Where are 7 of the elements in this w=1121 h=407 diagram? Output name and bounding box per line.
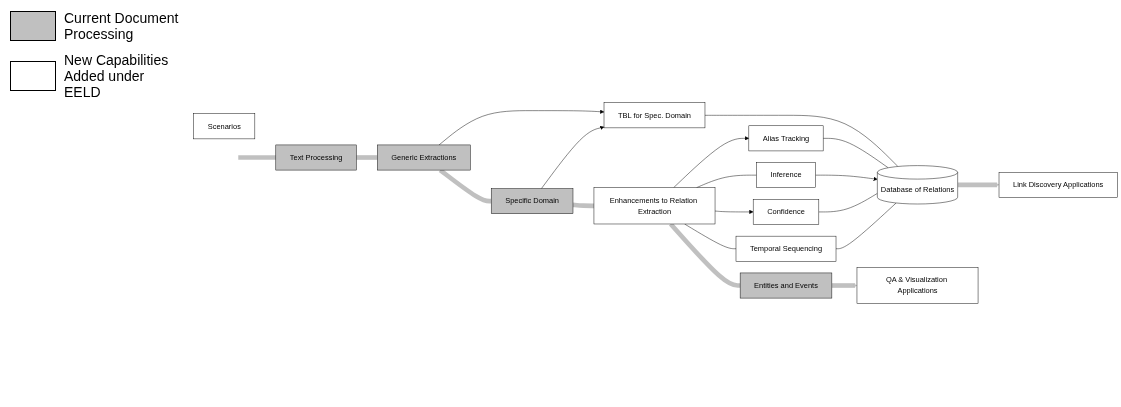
connector (238, 155, 277, 161)
arrow (831, 283, 858, 289)
connector (355, 155, 378, 161)
connector (572, 202, 595, 209)
legend-label: New Capabilities Added under EELD (64, 52, 170, 100)
legend-label: Current Document Processing (64, 10, 180, 42)
arrow (957, 182, 1000, 188)
